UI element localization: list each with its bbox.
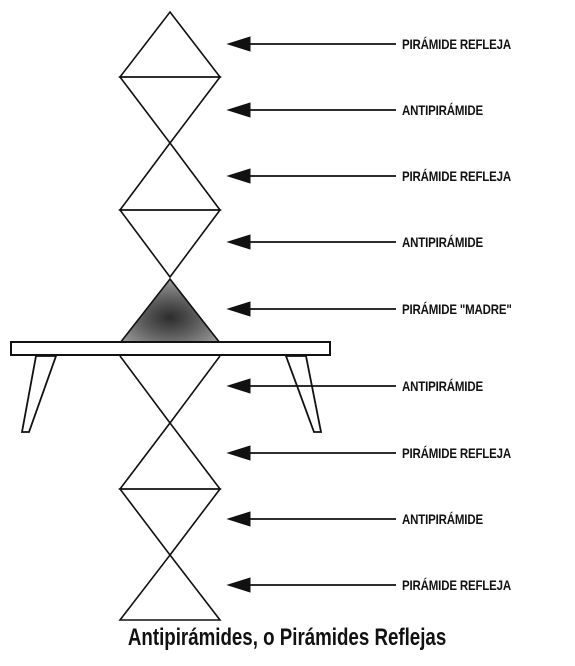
- table-leg-left: [20, 355, 58, 433]
- arrow-head-7: [226, 445, 251, 461]
- label-antipyramid-3: ANTIPIRÁMIDE: [402, 378, 483, 394]
- arrow-head-4: [226, 234, 251, 250]
- arrow-head-5: [226, 301, 251, 317]
- label-antipyramid-1: ANTIPIRÁMIDE: [402, 102, 483, 118]
- caption-text: Antipirámides, o Pirámides Reflejas: [128, 624, 447, 651]
- figure-caption: Antipirámides, o Pirámides Reflejas: [0, 623, 575, 653]
- reflected-pyramid-4: [118, 553, 222, 621]
- arrow-head-6: [226, 378, 251, 394]
- antipyramid-1: [118, 76, 222, 145]
- antipyramid-2: [118, 209, 222, 279]
- arrow-head-3: [226, 168, 251, 184]
- table-top: [10, 341, 331, 356]
- arrow-head-1: [226, 36, 251, 52]
- reflected-pyramid-3: [118, 421, 222, 490]
- label-mother-pyramid: PIRÁMIDE "MADRE": [402, 301, 512, 317]
- table-leg-right: [284, 355, 323, 433]
- reflected-pyramid-2: [118, 141, 222, 211]
- antipyramid-3: [119, 355, 221, 425]
- label-antipyramid-4: ANTIPIRÁMIDE: [402, 511, 483, 527]
- reflected-pyramid-1: [118, 10, 222, 78]
- arrow-head-9: [226, 577, 251, 593]
- label-reflected-pyramid-4: PIRÁMIDE REFLEJA: [402, 577, 512, 593]
- label-reflected-pyramid-2: PIRÁMIDE REFLEJA: [402, 168, 512, 184]
- mother-pyramid: [118, 277, 222, 344]
- arrow-head-8: [226, 511, 251, 527]
- arrow-head-2: [226, 102, 251, 118]
- label-antipyramid-2: ANTIPIRÁMIDE: [402, 234, 483, 250]
- antipyramid-4: [118, 488, 222, 557]
- table: [10, 341, 331, 433]
- label-reflected-pyramid-1: PIRÁMIDE REFLEJA: [402, 36, 512, 52]
- label-reflected-pyramid-3: PIRÁMIDE REFLEJA: [402, 445, 512, 461]
